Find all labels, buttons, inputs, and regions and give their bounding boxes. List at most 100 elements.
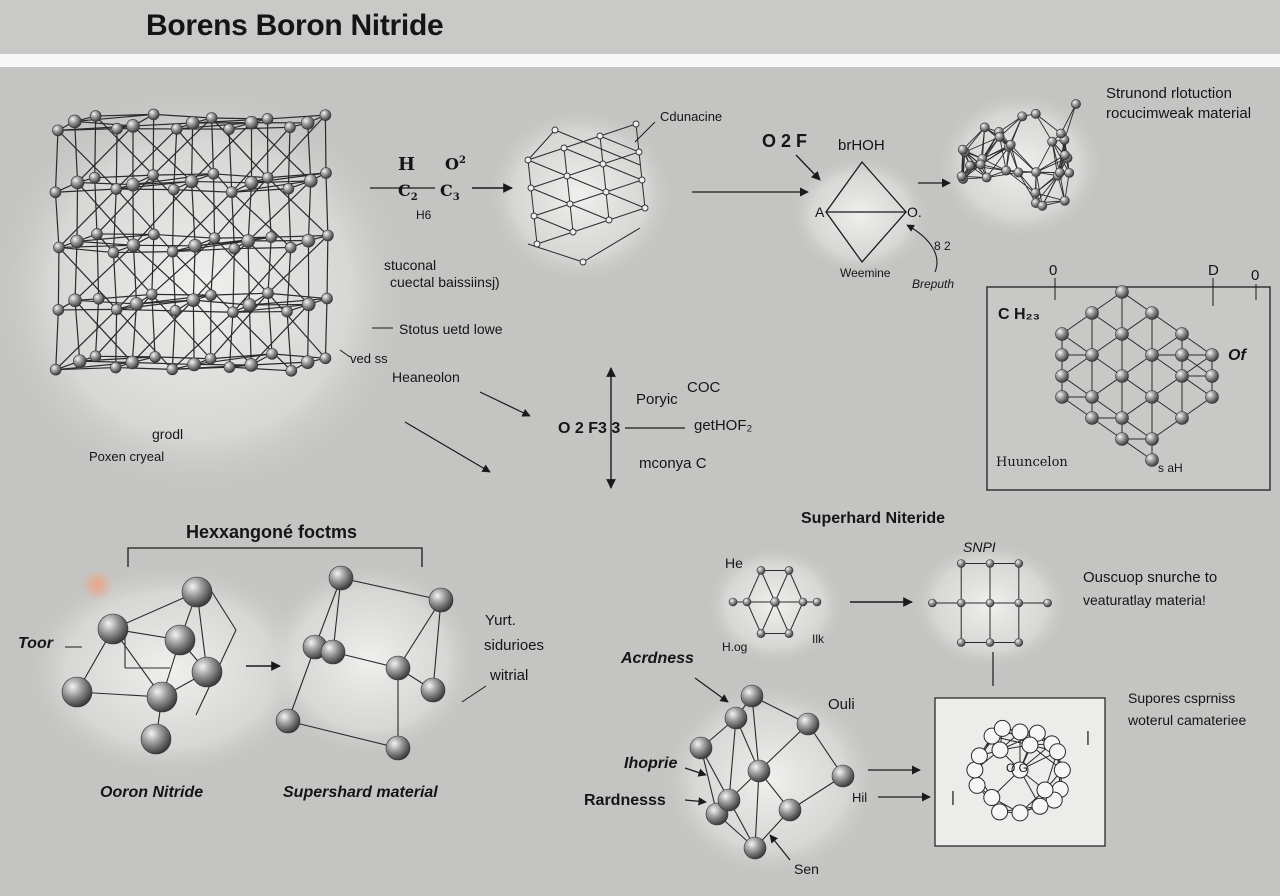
atom	[1146, 454, 1159, 467]
atom	[1018, 112, 1027, 121]
atom	[1116, 286, 1129, 299]
he-label: He	[725, 556, 743, 570]
header-rule	[0, 54, 1280, 67]
atom	[90, 351, 101, 362]
bond	[325, 115, 326, 173]
atom	[53, 242, 64, 253]
cage-atom	[1012, 805, 1028, 821]
atom	[748, 760, 770, 782]
bond	[133, 185, 134, 246]
brhoh-label: brHOH	[838, 138, 885, 153]
atom	[1056, 349, 1069, 362]
page-title: Borens Boron Nitride	[146, 11, 443, 41]
atom	[90, 111, 101, 122]
cube-glow	[485, 105, 675, 285]
atom	[70, 235, 83, 248]
bond	[77, 182, 78, 241]
atom	[1031, 109, 1040, 118]
atom	[1146, 307, 1159, 320]
atom	[957, 638, 965, 646]
atom	[243, 298, 256, 311]
atom	[986, 599, 994, 607]
atom	[224, 362, 235, 373]
atom	[986, 560, 994, 568]
atom	[284, 122, 295, 133]
atom	[245, 176, 258, 189]
atom	[52, 125, 63, 136]
value-82: 8 2	[934, 240, 951, 252]
atom	[534, 241, 540, 247]
atom	[93, 293, 104, 304]
atom	[226, 187, 237, 198]
lattice-glow	[0, 80, 415, 500]
atom	[639, 177, 645, 183]
formula-c2: C2	[398, 183, 418, 203]
atom	[267, 348, 278, 359]
top-d-label: D	[1208, 263, 1219, 278]
atom	[282, 306, 293, 317]
atom	[957, 172, 966, 181]
atom	[189, 239, 202, 252]
atom	[1116, 370, 1129, 383]
atom	[262, 113, 273, 124]
cage-bar-right: |	[1086, 730, 1090, 745]
atom	[642, 205, 648, 211]
atom	[597, 133, 603, 139]
atom	[561, 145, 567, 151]
atom	[743, 598, 751, 606]
atom	[205, 353, 216, 364]
atom	[1014, 168, 1023, 177]
atom	[146, 289, 157, 300]
cage-atom	[992, 804, 1008, 820]
strunond-line-2: rocucimweak material	[1106, 106, 1251, 121]
witrial-label: witrial	[490, 668, 528, 683]
bond	[327, 235, 328, 298]
heaneolon-label: Heaneolon	[392, 370, 460, 384]
atom	[68, 115, 81, 128]
formula-o2: O2	[445, 156, 466, 172]
oscuop-line-2: veaturatlay materia!	[1083, 593, 1206, 607]
cage-atom	[1054, 762, 1070, 778]
atom	[1031, 188, 1040, 197]
cage-atom	[1012, 724, 1028, 740]
rhombus-a: A	[815, 205, 824, 219]
atom	[1086, 391, 1099, 404]
atom	[182, 577, 212, 607]
atom	[982, 173, 991, 182]
atom	[603, 189, 609, 195]
cage-atom	[967, 762, 983, 778]
atom	[192, 657, 222, 687]
atom	[757, 630, 765, 638]
atom	[995, 132, 1004, 141]
atom	[1146, 391, 1159, 404]
atom	[1006, 140, 1015, 149]
atom	[1086, 349, 1099, 362]
bond	[116, 189, 173, 190]
atom	[1116, 328, 1129, 341]
orange-spot	[81, 569, 113, 601]
atom	[570, 229, 576, 235]
atom	[741, 685, 763, 707]
atom	[126, 178, 139, 191]
atom	[1116, 433, 1129, 446]
lattice-arrow-1	[480, 392, 530, 416]
atom	[957, 560, 965, 568]
atom	[262, 172, 273, 183]
atom	[1002, 166, 1011, 175]
bond	[58, 247, 59, 309]
atom	[170, 305, 181, 316]
atom	[1015, 599, 1023, 607]
atom	[986, 638, 994, 646]
atom	[980, 123, 989, 132]
atom	[185, 175, 198, 188]
weemine-label: Weemine	[840, 267, 890, 279]
atom	[208, 168, 219, 179]
cage-atom	[994, 720, 1010, 736]
ved-label: ved ss	[350, 352, 388, 365]
atom	[108, 247, 119, 258]
ooron-nitride-label: Ooron Nitride	[100, 785, 203, 801]
atom	[1056, 328, 1069, 341]
mconya-label: mconya C	[639, 456, 707, 471]
atom	[1048, 137, 1057, 146]
atom	[1086, 412, 1099, 425]
